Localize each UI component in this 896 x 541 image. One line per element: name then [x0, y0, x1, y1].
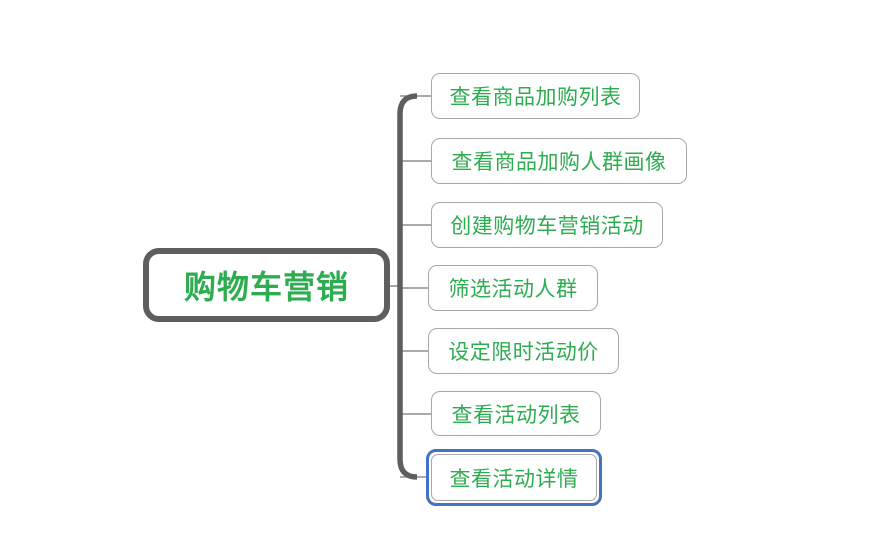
subtopic-label: 查看活动列表	[451, 402, 581, 427]
subtopic-node[interactable]: 查看商品加购列表	[431, 73, 640, 119]
subtopic-node[interactable]: 设定限时活动价	[428, 328, 619, 374]
subtopic-label: 创建购物车营销活动	[450, 214, 644, 238]
subtopic-node-selected[interactable]: 查看活动详情	[431, 454, 597, 501]
subtopic-node[interactable]: 查看活动列表	[431, 391, 601, 436]
selection-frame: 查看活动详情	[426, 449, 602, 506]
subtopic-label: 设定限时活动价	[448, 340, 599, 364]
subtopic-node[interactable]: 查看商品加购人群画像	[431, 138, 687, 184]
subtopic-node[interactable]: 筛选活动人群	[428, 265, 598, 311]
subtopic-label: 查看商品加购列表	[449, 85, 622, 109]
subtopic-label: 查看商品加购人群画像	[451, 150, 667, 174]
subtopic-label: 查看活动详情	[449, 466, 579, 491]
central-topic-label: 购物车营销	[183, 269, 349, 305]
trunk-line	[397, 93, 418, 480]
central-topic-node[interactable]: 购物车营销	[143, 248, 390, 322]
subtopic-label: 筛选活动人群	[448, 277, 578, 301]
subtopic-node[interactable]: 创建购物车营销活动	[431, 202, 663, 248]
